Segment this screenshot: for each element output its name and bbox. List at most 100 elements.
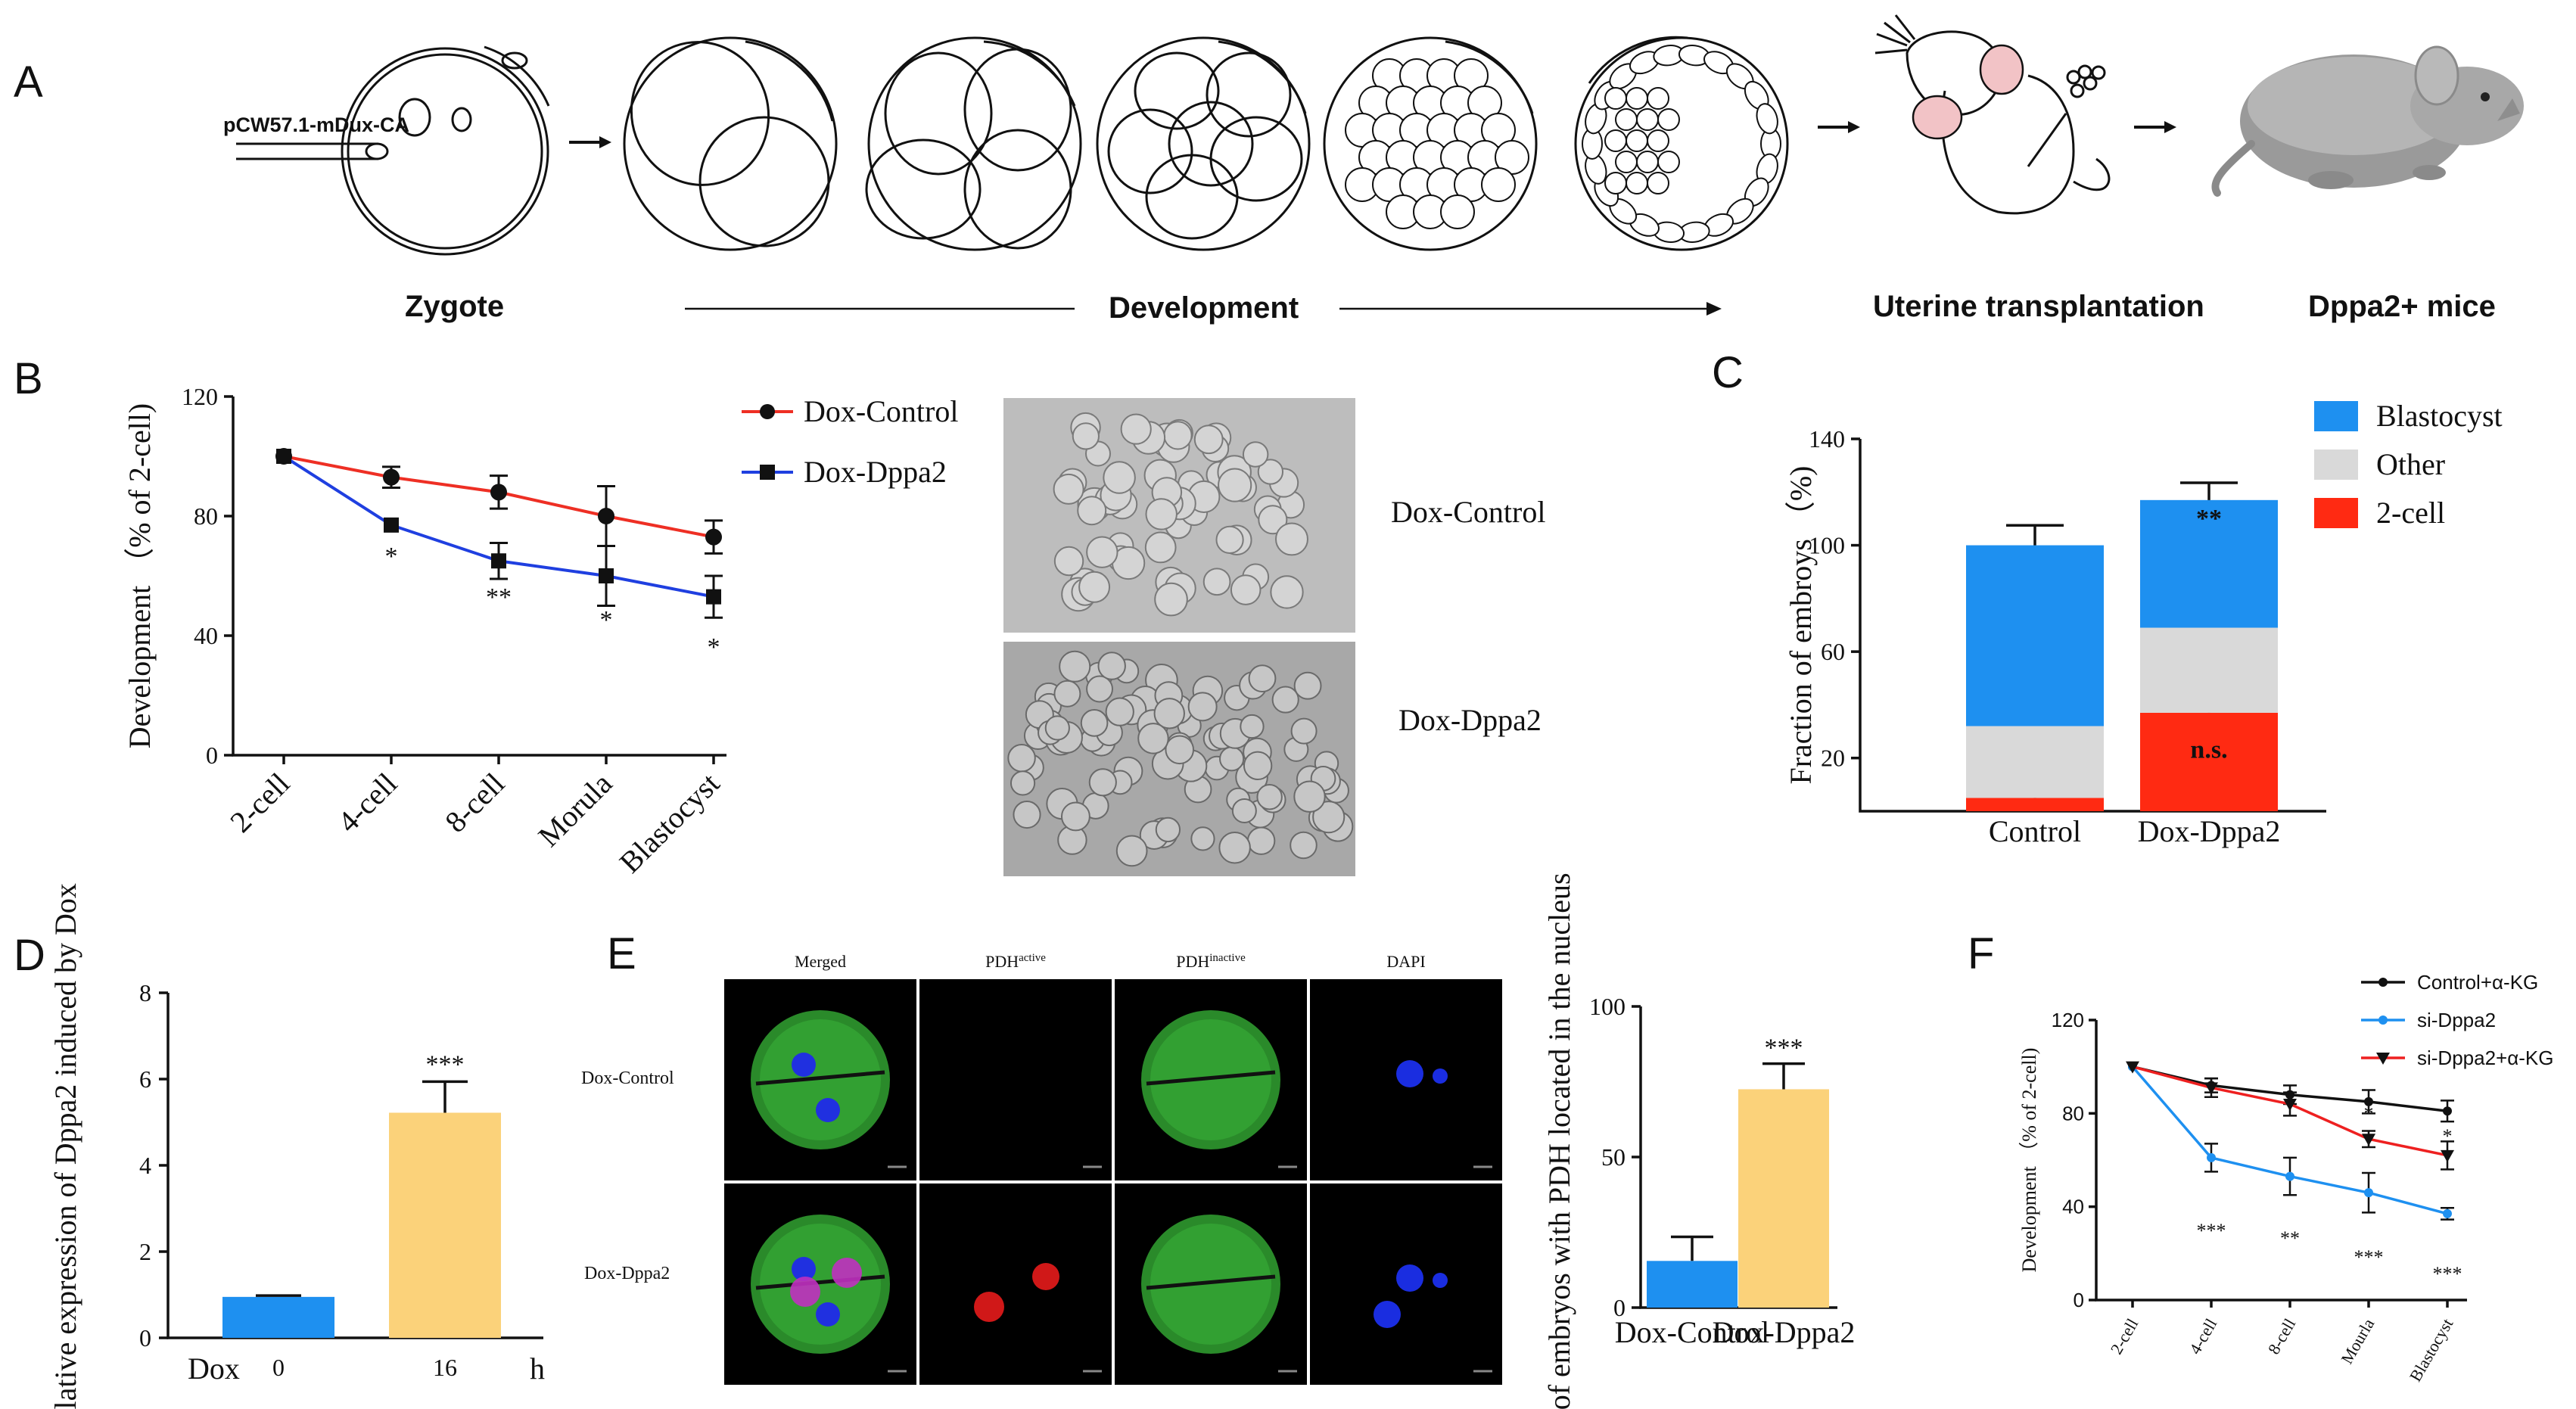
dapi-signal [1433, 1273, 1448, 1288]
stacked-bar-segment [2140, 712, 2278, 811]
four-cell-embryo [865, 36, 1082, 251]
data-point [2443, 1208, 2452, 1218]
embryo-in-photo [1044, 715, 1070, 741]
inner-cell-mass-cell [1647, 87, 1669, 110]
embryo-in-photo [1053, 473, 1084, 505]
significance-mark: *** [426, 1050, 465, 1078]
inner-cell-mass-cell [1626, 87, 1648, 110]
morula-embryo [1323, 36, 1538, 251]
embryo-in-photo [1072, 422, 1100, 450]
embryo-in-photo [1256, 784, 1283, 810]
error-bar [2006, 524, 2064, 546]
y-tick-label: 0 [139, 1324, 151, 1351]
embryo-in-photo [1053, 680, 1081, 708]
data-point [705, 528, 722, 546]
gray-mouse-illustration [2211, 45, 2524, 197]
legend-marker [760, 465, 775, 480]
legend-label: Blastocyst [2376, 399, 2503, 433]
embryo-in-photo [1097, 652, 1126, 680]
pdh-active-signal [974, 1292, 1004, 1322]
data-point [2443, 1106, 2452, 1116]
morula-zona [1445, 40, 1534, 114]
embryo-in-photo [1218, 468, 1252, 502]
stacked-bar-segment [2140, 499, 2278, 628]
data-point [598, 508, 614, 524]
x-tick-label: 16 [433, 1354, 457, 1381]
stacked-bar-segment [2140, 627, 2278, 713]
embryo-in-photo [1145, 498, 1178, 530]
y-axis-label: Fraction of embroys （%) [1784, 465, 1818, 784]
embryo-in-photo [1258, 505, 1288, 535]
significance-mark: *** [2354, 1246, 2384, 1268]
inner-cell-mass-cell [1647, 172, 1669, 194]
data-point [2285, 1171, 2294, 1181]
data-point [2364, 1096, 2373, 1106]
blastocyst-zona [1588, 36, 1688, 84]
error-bar [2180, 481, 2238, 500]
x-tick-label: 8-cell [2264, 1315, 2300, 1358]
photo-label-dox-dppa2: Dox-Dppa2 [1398, 703, 1542, 737]
legend-label: Dox-Dppa2 [804, 455, 947, 489]
inner-cell-mass-cell [1604, 87, 1627, 110]
embryo-in-photo [1103, 461, 1136, 494]
y-tick-label: 0 [206, 742, 218, 769]
legend-swatch [2314, 498, 2358, 528]
zygote-illustration: pCW57.1-mDux-CA [223, 45, 550, 256]
blastomere-boundary [1146, 1274, 1276, 1290]
embryo-in-photo [1248, 664, 1277, 693]
inner-cell-mass-cell [1657, 151, 1680, 173]
embryo-in-photo [1105, 697, 1134, 726]
significance-mark: n.s. [2190, 736, 2227, 764]
embryo-in-photo [1240, 714, 1265, 739]
embryo-in-photo [1219, 746, 1245, 772]
embryo-in-photo [1290, 717, 1318, 745]
embryo-in-photo [1144, 531, 1177, 564]
embryo-in-photo [1163, 421, 1193, 450]
panel-label-b: B [14, 354, 43, 403]
nucleus-signal [816, 1302, 840, 1327]
blastomere-boundary [755, 1274, 885, 1290]
legend-label: si-Dppa2+α-KG [2417, 1047, 2554, 1069]
error-bar [422, 1080, 468, 1113]
embryo-in-photo [1007, 744, 1036, 773]
x-tick-label: 2-cell [2107, 1315, 2142, 1358]
panel-label-c: C [1712, 348, 1744, 397]
data-point [2362, 1134, 2375, 1146]
embryo-in-photo [1010, 770, 1036, 796]
morula-cell [1481, 167, 1516, 202]
dapi-signal [1396, 1264, 1423, 1292]
x-tick-label: 2-cell [223, 767, 296, 839]
x-tick-label: Blastocyst [613, 767, 726, 880]
embryo-in-photo [1080, 709, 1109, 737]
embryo-in-photo [1257, 459, 1284, 485]
embryo-in-photo [1155, 816, 1181, 843]
micro-col-label: PDHactive [985, 952, 1046, 971]
y-axis-label: Development （% of 2-cell) [2018, 1048, 2040, 1273]
y-tick-label: 20 [1821, 745, 1845, 772]
development-label: Development [1109, 291, 1299, 325]
stacked-bar-segment [1966, 798, 2104, 811]
embryo-in-photo [1190, 826, 1215, 851]
error-bar [1671, 1235, 1713, 1261]
nucleus-signal [792, 1257, 816, 1281]
x-tick-label: Morula [531, 766, 618, 853]
micro-row-label-control: Dox-Control [581, 1068, 674, 1088]
embryo-in-photo [1290, 831, 1318, 860]
significance-mark: * [2443, 1125, 2453, 1147]
embryo-in-photo [1137, 723, 1169, 754]
significance-mark: * [708, 633, 720, 661]
embryo-in-photo [1218, 831, 1251, 864]
embryo-in-photo [1115, 835, 1148, 867]
photo-label-dox-control: Dox-Control [1391, 495, 1545, 529]
blastocyst-embryo [1574, 36, 1789, 251]
embryo-in-photo [1271, 686, 1299, 714]
y-tick-label: 6 [139, 1065, 151, 1093]
embryo-in-photo [1060, 801, 1090, 832]
dapi-signal [1433, 1068, 1448, 1084]
embryo-in-photo [1231, 798, 1257, 823]
legend-swatch [2314, 449, 2358, 480]
